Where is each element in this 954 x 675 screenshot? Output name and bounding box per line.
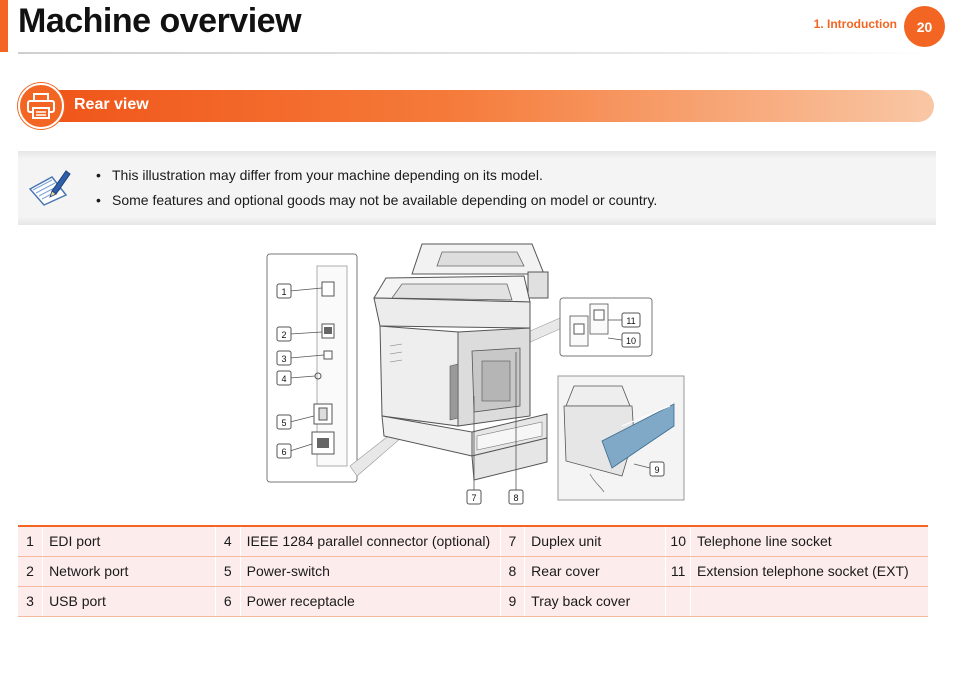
table-row: 2 Network port 5 Power-switch 8 Rear cov… [18, 555, 928, 587]
header-accent-bar [0, 0, 8, 52]
part-number: 11 [665, 555, 691, 587]
machine-rear-illustration [373, 243, 549, 481]
callout-4: 4 [276, 370, 292, 386]
part-label: Power receptacle [239, 585, 501, 617]
part-number: 6 [215, 585, 241, 617]
part-number: 5 [215, 555, 241, 587]
part-label: EDI port [42, 525, 216, 557]
section-title: Rear view [74, 96, 149, 113]
printer-icon [18, 83, 64, 129]
part-label: Tray back cover [524, 585, 666, 617]
rear-view-illustration: 1 2 3 4 5 6 7 8 [262, 236, 692, 516]
svg-text:8: 8 [513, 493, 518, 503]
note-list: This illustration may differ from your m… [96, 163, 657, 213]
table-row: 1 EDI port 4 IEEE 1284 parallel connecto… [18, 525, 928, 557]
svg-text:2: 2 [281, 330, 286, 340]
section-header: Rear view [58, 90, 934, 122]
callout-7: 7 [466, 489, 482, 505]
note-item: This illustration may differ from your m… [96, 163, 657, 188]
tray-back-cover-detail [557, 375, 685, 501]
part-label: Extension telephone socket (EXT) [689, 555, 928, 587]
svg-text:3: 3 [281, 354, 286, 364]
part-label [689, 585, 928, 617]
callout-11: 11 [621, 312, 641, 328]
svg-text:1: 1 [281, 287, 286, 297]
svg-text:11: 11 [626, 316, 635, 326]
header-divider [18, 52, 938, 54]
page-title: Machine overview [18, 2, 302, 40]
note-box: This illustration may differ from your m… [18, 151, 936, 225]
svg-text:5: 5 [281, 418, 286, 428]
part-label: Network port [42, 555, 216, 587]
part-number [665, 585, 691, 617]
svg-text:4: 4 [281, 374, 286, 384]
part-label: IEEE 1284 parallel connector (optional) [239, 525, 501, 557]
note-pencil-icon [28, 165, 72, 212]
page-number-badge: 20 [904, 6, 945, 47]
part-label: Rear cover [524, 555, 666, 587]
part-number: 9 [499, 585, 525, 617]
part-number: 1 [18, 525, 43, 557]
part-label: Power-switch [239, 555, 501, 587]
part-number: 2 [18, 555, 43, 587]
part-label: Telephone line socket [689, 525, 928, 557]
part-number: 10 [665, 525, 691, 557]
callout-1: 1 [276, 283, 292, 299]
callout-9: 9 [649, 461, 665, 477]
note-item: Some features and optional goods may not… [96, 188, 657, 213]
part-label: USB port [42, 585, 216, 617]
svg-text:7: 7 [471, 493, 476, 503]
callout-10: 10 [621, 332, 641, 348]
callout-8: 8 [508, 489, 524, 505]
part-number: 3 [18, 585, 43, 617]
callout-6: 6 [276, 443, 292, 459]
part-number: 7 [499, 525, 525, 557]
svg-text:6: 6 [281, 447, 286, 457]
table-row: 3 USB port 6 Power receptacle 9 Tray bac… [18, 585, 928, 617]
part-number: 8 [499, 555, 525, 587]
parts-table: 1 EDI port 4 IEEE 1284 parallel connecto… [18, 525, 928, 617]
svg-text:10: 10 [626, 336, 636, 346]
callout-3: 3 [276, 350, 292, 366]
callout-5: 5 [276, 414, 292, 430]
part-number: 4 [215, 525, 241, 557]
svg-text:9: 9 [654, 465, 659, 475]
callout-2: 2 [276, 326, 292, 342]
chapter-link[interactable]: 1. Introduction [813, 17, 897, 31]
part-label: Duplex unit [524, 525, 666, 557]
